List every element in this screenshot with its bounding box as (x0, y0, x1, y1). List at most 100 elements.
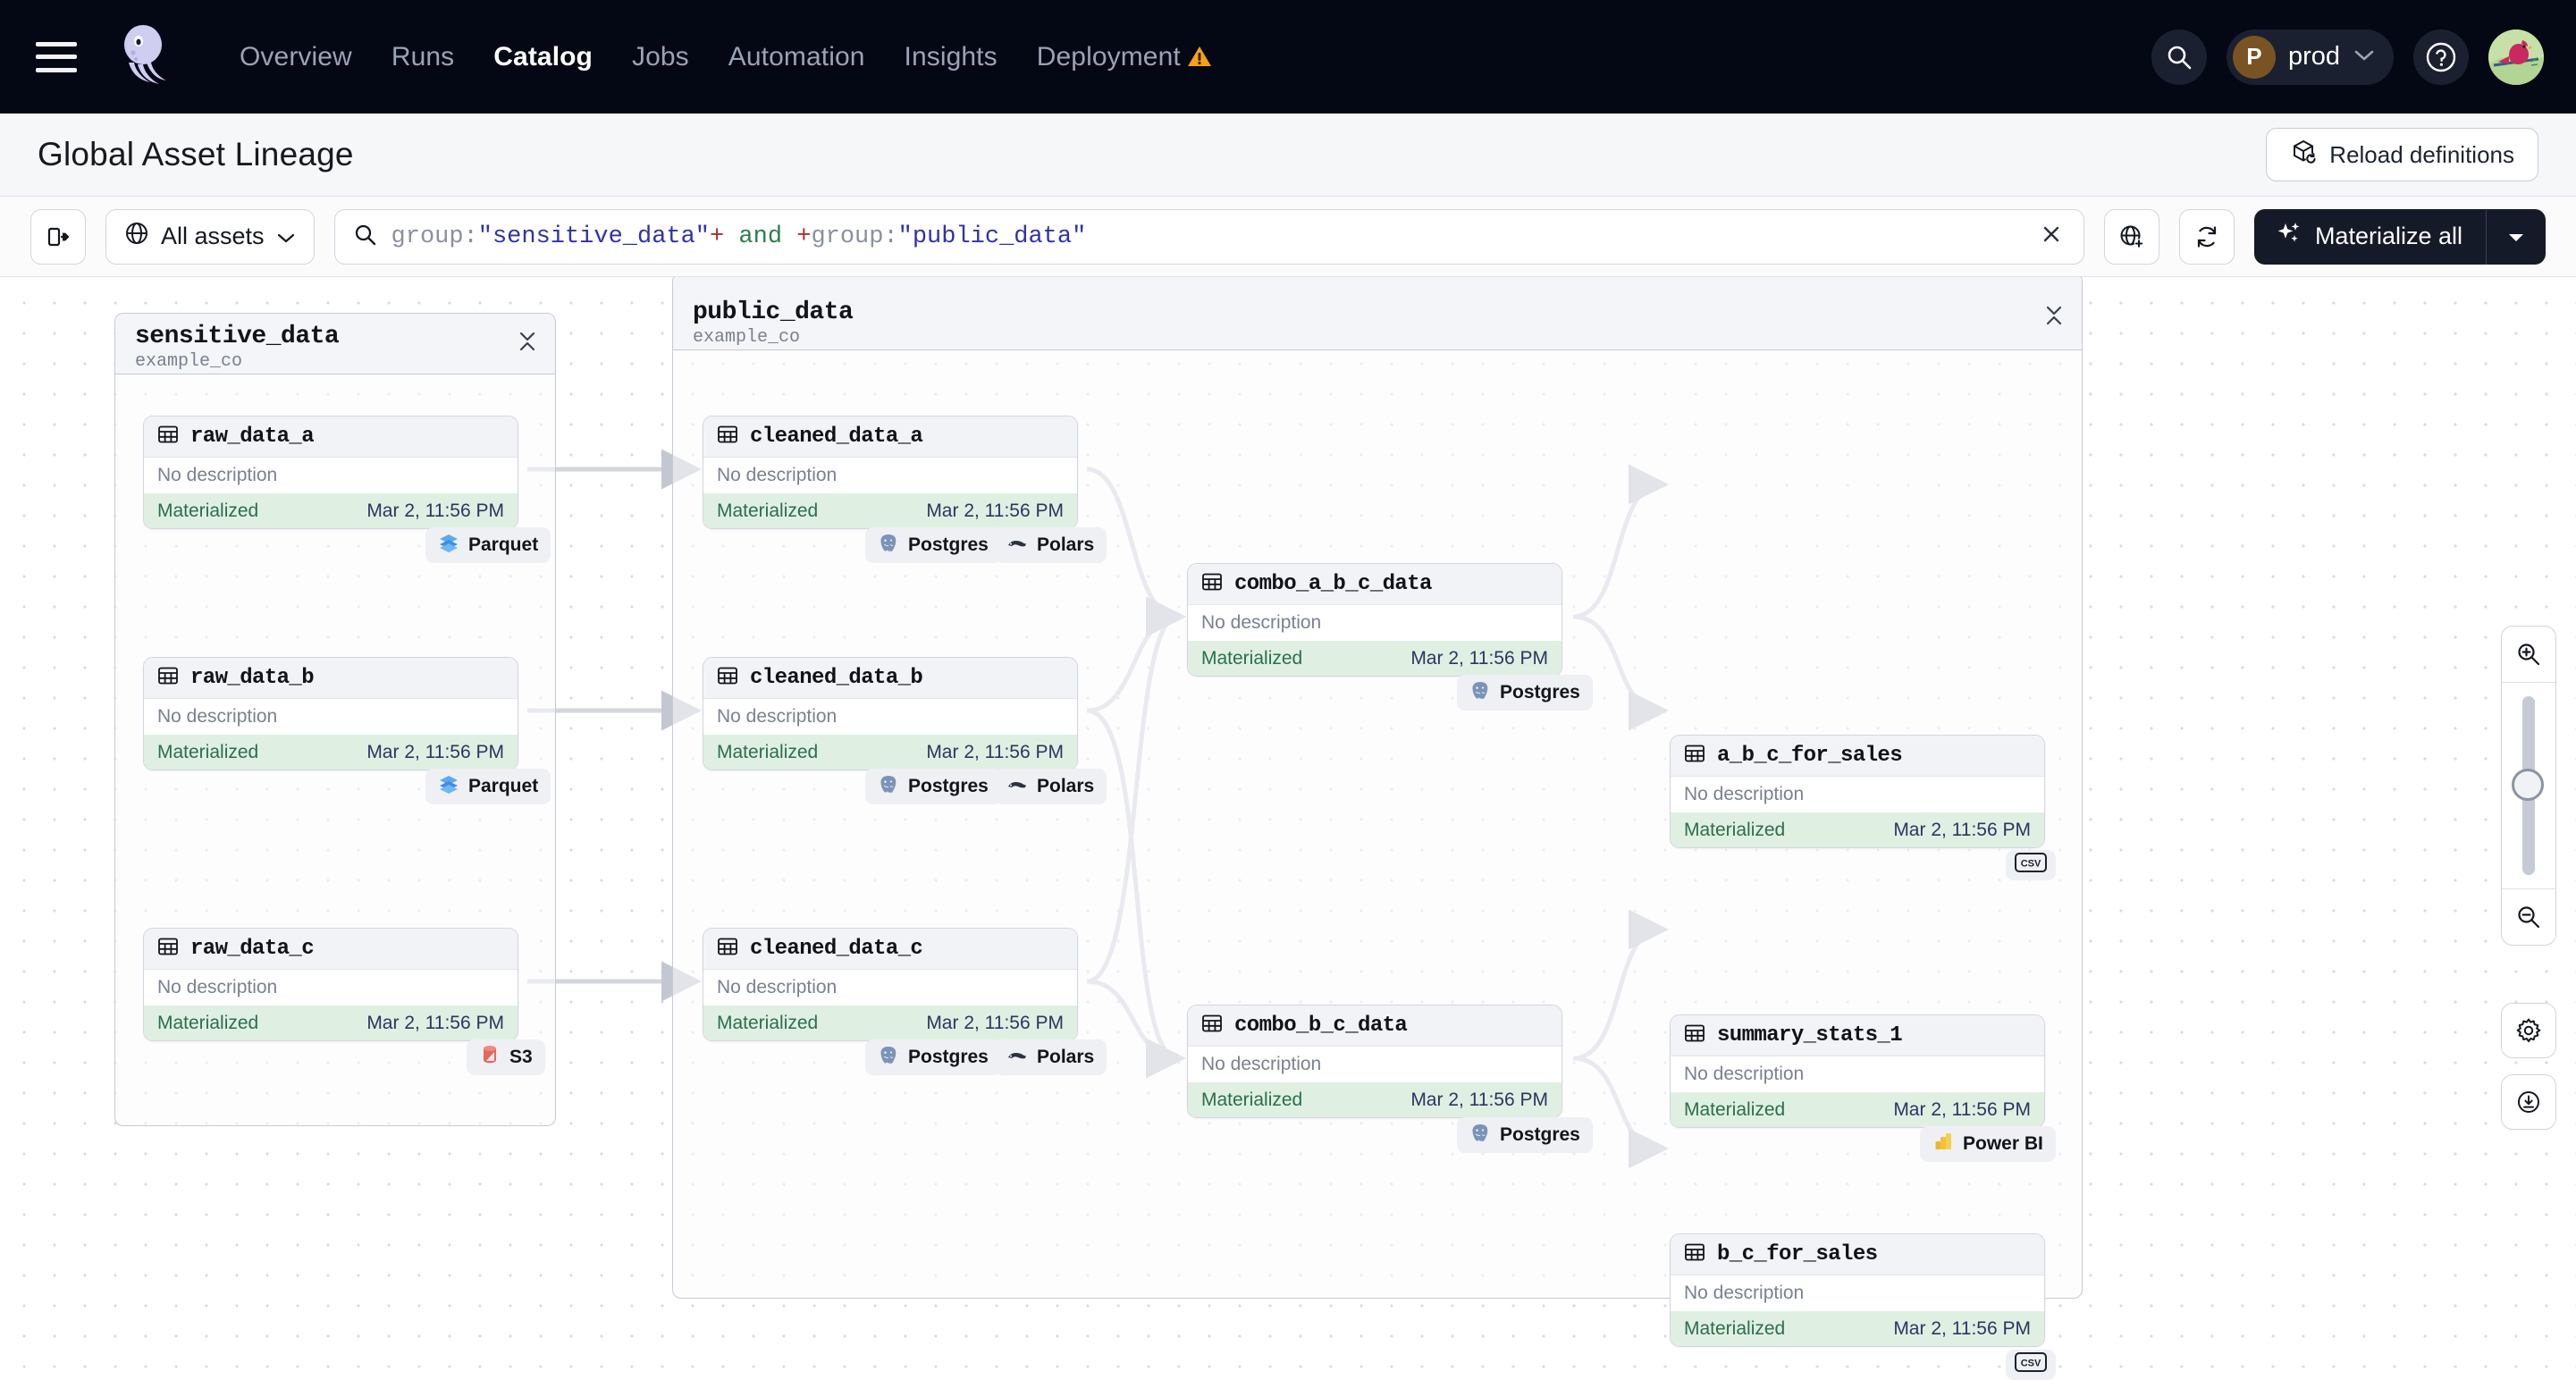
user-avatar[interactable] (2488, 29, 2544, 85)
asset-node-cleaned-data-a[interactable]: cleaned_data_a No description Materializ… (703, 416, 1078, 529)
asset-node-title: cleaned_data_b (750, 666, 923, 690)
materialize-all-label: Materialize all (2314, 223, 2462, 249)
dagster-logo-icon[interactable] (111, 23, 179, 91)
zoom-divider-bottom (2502, 888, 2555, 889)
deployment-initial: P (2232, 35, 2276, 79)
asset-tag-label: Postgres (908, 776, 989, 796)
deployment-selector[interactable]: P prod (2226, 29, 2394, 85)
asset-node-raw-data-b[interactable]: raw_data_b No description Materialized M… (143, 657, 518, 770)
nav-link-runs[interactable]: Runs (391, 41, 455, 72)
zoom-slider-handle[interactable] (2512, 769, 2544, 801)
sparkle-icon (2276, 220, 2302, 253)
asset-node-status-row: Materialized Mar 2, 11:56 PM (703, 493, 1077, 528)
asset-node-title: raw_data_c (190, 937, 315, 961)
materialization-timestamp: Mar 2, 11:56 PM (1893, 1317, 2031, 1339)
asset-node-header: cleaned_data_b (703, 658, 1077, 699)
asset-tag-s3[interactable]: S3 (467, 1039, 545, 1075)
collapse-group-icon[interactable] (2044, 304, 2064, 332)
asset-node-header: combo_a_b_c_data (1188, 564, 1562, 605)
asset-node-b-c-for-sales[interactable]: b_c_for_sales No description Materialize… (1670, 1233, 2045, 1347)
asset-tag-label: Polars (1037, 1047, 1095, 1067)
asset-node-status-row: Materialized Mar 2, 11:56 PM (1671, 812, 2044, 847)
materialize-divider (2486, 208, 2487, 265)
asset-tag-parquet[interactable]: Parquet (425, 769, 551, 804)
asset-node-summary-stats-1[interactable]: summary_stats_1 No description Materiali… (1670, 1014, 2045, 1128)
zoom-in-icon[interactable] (2502, 627, 2555, 682)
materialize-all-main[interactable]: Materialize all (2254, 209, 2486, 265)
asset-tag-polars[interactable]: Polars (994, 1039, 1107, 1075)
asset-tag-powerbi[interactable]: Power BI (1920, 1126, 2056, 1162)
table-icon (156, 423, 180, 450)
zoom-out-icon[interactable] (2502, 889, 2555, 945)
zoom-control-stack[interactable] (2501, 626, 2556, 946)
materialize-all-button[interactable]: Materialize all (2253, 208, 2546, 265)
search-icon[interactable] (2151, 29, 2207, 85)
table-icon (1200, 570, 1224, 598)
asset-tag-postgres[interactable]: Postgres (865, 769, 1001, 804)
asset-node-status-row: Materialized Mar 2, 11:56 PM (1188, 1082, 1562, 1117)
asset-node-description: No description (1671, 1056, 2044, 1092)
lineage-canvas[interactable]: sensitive_data example_co public_data ex… (0, 277, 2576, 1380)
table-icon (156, 664, 180, 692)
lineage-search-input[interactable]: group:"sensitive_data"+ and +group:"publ… (333, 208, 2084, 265)
asset-node-raw-data-a[interactable]: raw_data_a No description Materialized M… (143, 416, 518, 529)
graph-settings-gear-icon[interactable] (2501, 1003, 2556, 1058)
asset-node-description: No description (703, 458, 1077, 493)
asset-node-description: No description (703, 699, 1077, 735)
refresh-icon[interactable] (2178, 208, 2235, 265)
asset-node-combo-a-b-c-data[interactable]: combo_a_b_c_data No description Material… (1187, 563, 1562, 677)
asset-tag-postgres[interactable]: Postgres (865, 1039, 1001, 1075)
asset-node-status-row: Materialized Mar 2, 11:56 PM (1671, 1311, 2044, 1346)
asset-node-header: b_c_for_sales (1671, 1234, 2044, 1275)
asset-tag-postgres[interactable]: Postgres (865, 527, 1001, 563)
nav-link-automation[interactable]: Automation (728, 41, 865, 72)
query-token-plus2: + (796, 223, 812, 250)
asset-node-a-b-c-for-sales[interactable]: a_b_c_for_sales No description Materiali… (1670, 735, 2045, 848)
reload-definitions-button[interactable]: Reload definitions (2266, 128, 2538, 181)
nav-link-overview[interactable]: Overview (240, 41, 352, 72)
asset-node-combo-b-c-data[interactable]: combo_b_c_data No description Materializ… (1187, 1005, 1562, 1118)
asset-node-title: combo_a_b_c_data (1234, 572, 1432, 596)
zoom-divider-top (2502, 682, 2555, 683)
nav-link-catalog[interactable]: Catalog (493, 41, 593, 72)
help-question-icon[interactable] (2413, 29, 2469, 85)
asset-node-raw-data-c[interactable]: raw_data_c No description Materialized M… (143, 928, 518, 1041)
asset-tag-csv[interactable]: CSV (2006, 850, 2056, 880)
fit-to-screen-icon[interactable] (2501, 1074, 2556, 1130)
parquet-icon (438, 532, 459, 559)
group-subtitle: example_co (693, 327, 801, 348)
asset-node-description: No description (1188, 1047, 1562, 1082)
asset-tag-csv[interactable]: CSV (2006, 1350, 2056, 1380)
nav-link-deployment[interactable]: Deployment (1017, 41, 1233, 73)
asset-node-description: No description (1671, 1275, 2044, 1311)
sidebar-toggle-icon[interactable] (30, 208, 86, 265)
asset-tag-postgres[interactable]: Postgres (1457, 1117, 1593, 1153)
asset-node-title: cleaned_data_c (750, 937, 923, 961)
materialize-dropdown-caret[interactable] (2487, 209, 2546, 265)
nav-link-insights[interactable]: Insights (904, 41, 998, 72)
csv-icon: CSV (2015, 1352, 2047, 1377)
globe-plus-icon[interactable] (2103, 208, 2159, 265)
top-navigation-bar: Overview Runs Catalog Jobs Automation In… (0, 0, 2576, 114)
nav-link-jobs[interactable]: Jobs (631, 41, 689, 72)
clear-search-icon[interactable] (2039, 222, 2064, 251)
asset-node-header: cleaned_data_c (703, 929, 1077, 970)
postgres-icon (1469, 1122, 1491, 1149)
hamburger-menu-icon[interactable] (36, 41, 77, 72)
asset-tag-postgres[interactable]: Postgres (1457, 675, 1593, 711)
asset-node-cleaned-data-c[interactable]: cleaned_data_c No description Materializ… (703, 928, 1078, 1041)
group-header-public-data: public_data example_co (673, 277, 2082, 350)
asset-tag-polars[interactable]: Polars (994, 527, 1107, 563)
asset-tag-polars[interactable]: Polars (994, 769, 1107, 804)
table-icon (156, 935, 180, 963)
asset-node-title: b_c_for_sales (1717, 1242, 1878, 1266)
asset-tag-parquet[interactable]: Parquet (425, 527, 551, 563)
asset-node-description: No description (144, 970, 518, 1006)
asset-node-cleaned-data-b[interactable]: cleaned_data_b No description Materializ… (703, 657, 1078, 770)
page-title-bar: Global Asset Lineage Reload definitions (0, 114, 2576, 197)
zoom-slider[interactable] (2502, 683, 2555, 888)
materialization-timestamp: Mar 2, 11:56 PM (1893, 819, 2031, 840)
all-assets-selector[interactable]: All assets (105, 208, 315, 265)
csv-icon: CSV (2015, 853, 2047, 878)
collapse-group-icon[interactable] (518, 330, 537, 358)
